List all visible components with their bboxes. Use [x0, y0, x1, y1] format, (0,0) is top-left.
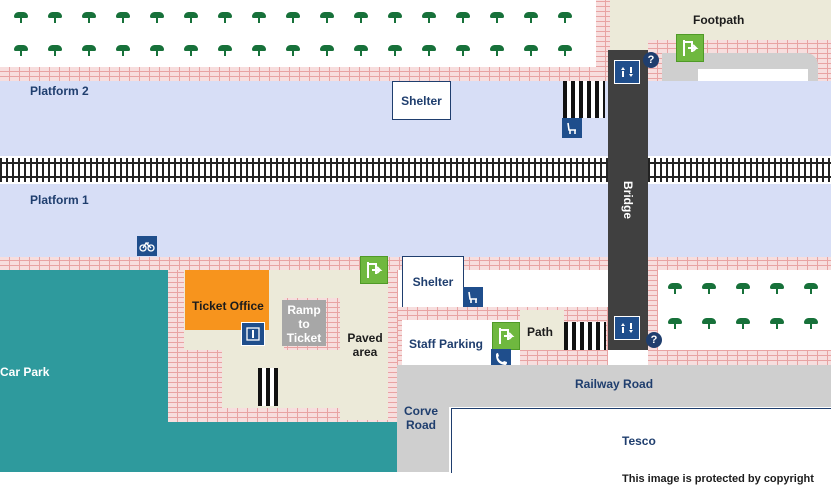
footpath-label: Footpath [693, 13, 745, 27]
tree-icon [490, 12, 504, 23]
corve-road-label-1: Corve [403, 404, 438, 418]
tree-icon [422, 45, 436, 56]
corve-road-label-2: Road [406, 418, 436, 432]
tree-icon [804, 283, 818, 294]
top-right-brick-strip [596, 0, 610, 81]
tree-icon [770, 283, 784, 294]
seat-icon [562, 118, 582, 138]
tree-icon [490, 45, 504, 56]
ramp-label-1: Ramp [287, 303, 321, 317]
ticket-office [185, 270, 269, 330]
tree-icon [116, 45, 130, 56]
tree-icon [524, 45, 538, 56]
paved-label-1: Paved [347, 331, 383, 345]
path-area [520, 310, 564, 350]
tree-icon [252, 12, 266, 23]
ticket-office-label: Ticket Office [192, 299, 264, 313]
ramp-to-ticket [282, 300, 326, 346]
bridge-label-text: Bridge [620, 180, 635, 220]
tesco-label: Tesco [622, 434, 656, 448]
tree-icon [770, 318, 784, 329]
bicycle-icon [137, 236, 157, 256]
tree-icon [184, 45, 198, 56]
car-park-label: Car Park [0, 365, 50, 379]
platform2-edge-brick [0, 67, 608, 81]
top-grass-area [0, 0, 596, 67]
tree-icon [218, 45, 232, 56]
paved-area-top [284, 270, 344, 298]
tree-icon [48, 12, 62, 23]
tree-icon [320, 12, 334, 23]
tesco-block [451, 408, 831, 473]
platform-1 [0, 184, 831, 257]
tree-icon [116, 12, 130, 23]
bridge [608, 50, 648, 350]
tree-icon [456, 45, 470, 56]
seat-icon [463, 287, 483, 307]
tree-icon [150, 45, 164, 56]
help-point-icon: ? [646, 332, 662, 348]
copyright-notice: This image is protected by copyright [622, 473, 814, 485]
lower-grass-area [658, 270, 831, 350]
tree-icon [558, 12, 572, 23]
exit-arrow-icon [676, 34, 704, 62]
tree-icon [82, 45, 96, 56]
paved-area-lower [222, 350, 388, 408]
shelter-platform-2: Shelter [392, 81, 451, 120]
tree-icon [388, 45, 402, 56]
tree-icon [286, 45, 300, 56]
tree-icon [736, 283, 750, 294]
tree-icon [388, 12, 402, 23]
corve-road [397, 365, 449, 472]
tree-icon [558, 45, 572, 56]
railway-road [397, 365, 831, 407]
crossing-paved [258, 368, 278, 406]
ramp-label-3: Ticket [286, 331, 322, 345]
help-point-icon: ? [643, 52, 659, 68]
path-label: Path [527, 325, 554, 339]
information-point-icon [241, 322, 265, 346]
tree-icon [252, 45, 266, 56]
tree-icon [668, 283, 682, 294]
platform-1-label: Platform 1 [30, 193, 89, 207]
tree-icon [354, 12, 368, 23]
tree-icon [14, 45, 28, 56]
railway-track [0, 156, 831, 184]
tree-icon [150, 12, 164, 23]
tree-icon [14, 12, 28, 23]
exit-arrow-icon [360, 256, 388, 284]
tree-icon [804, 318, 818, 329]
tree-icon [218, 12, 232, 23]
tree-icon [456, 12, 470, 23]
tree-icon [286, 12, 300, 23]
telephone-icon [491, 349, 511, 369]
tree-icon [702, 318, 716, 329]
tree-icon [524, 12, 538, 23]
tree-icon [48, 45, 62, 56]
crossing-path [564, 322, 606, 350]
platform1-edge-brick [0, 257, 608, 270]
tree-icon [320, 45, 334, 56]
tree-icon [736, 318, 750, 329]
tree-icon [354, 45, 368, 56]
paved-label-2: area [352, 345, 378, 359]
lift-icon [614, 60, 640, 84]
platform-2-label: Platform 2 [30, 84, 89, 98]
lift-icon [614, 316, 640, 340]
exit-arrow-icon [492, 322, 520, 350]
ramp-label-2: to [298, 317, 310, 331]
tree-icon [422, 12, 436, 23]
shelter-platform-1: Shelter [402, 256, 464, 308]
tree-icon [702, 283, 716, 294]
crossing-platform-2 [563, 81, 605, 118]
tree-icon [184, 12, 198, 23]
tree-icon [82, 12, 96, 23]
railway-road-label: Railway Road [575, 377, 654, 391]
staff-parking-label: Staff Parking [409, 337, 484, 351]
tree-icon [668, 318, 682, 329]
bridge-label: Bridge [608, 181, 648, 219]
